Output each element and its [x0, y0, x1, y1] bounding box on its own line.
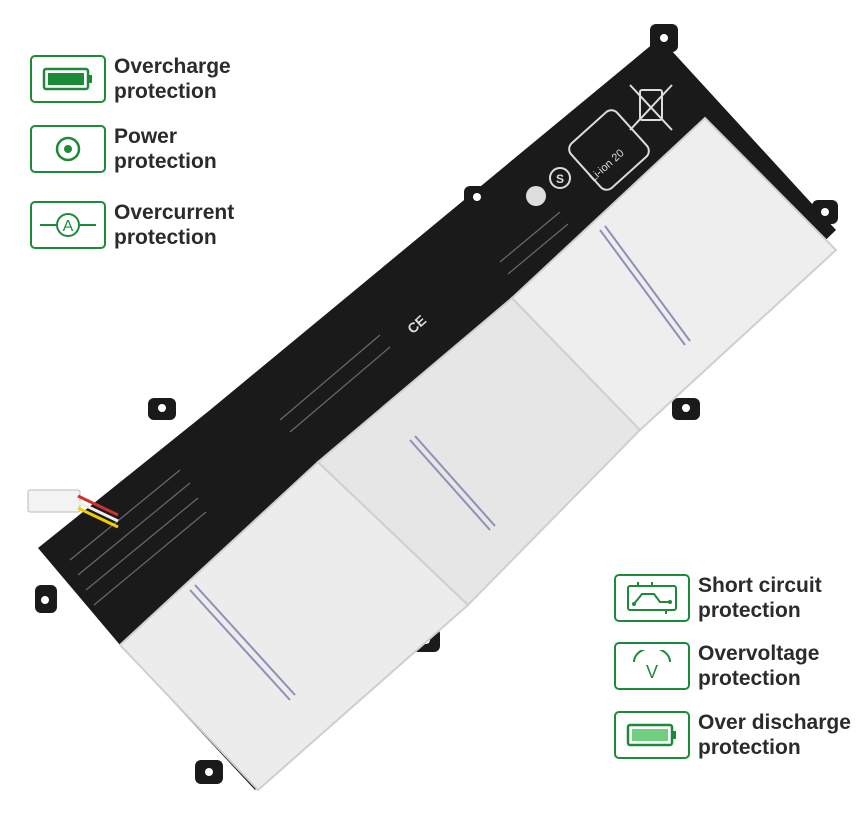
pct-logo — [526, 186, 546, 206]
feature-short-circuit: Short circuit protection — [614, 573, 822, 623]
svg-text:V: V — [646, 662, 658, 682]
connector-cable — [27, 489, 119, 529]
feature-over-discharge: Over discharge protection — [614, 710, 851, 760]
battery-low-icon — [614, 711, 690, 759]
feature-over-discharge-line2: protection — [698, 736, 801, 759]
s-logo-label: S — [556, 172, 564, 186]
feature-overcharge-line1: Overcharge — [114, 55, 231, 78]
feature-power-line1: Power — [114, 125, 178, 148]
weee-bin-icon — [629, 84, 673, 131]
feature-over-discharge-line1: Over discharge — [698, 711, 851, 734]
feature-overvoltage-line1: Overvoltage — [698, 642, 820, 665]
feature-power-line2: protection — [114, 150, 217, 173]
feature-overvoltage-line2: protection — [698, 667, 801, 690]
feature-power: Power protection — [30, 124, 217, 174]
circuit-board-icon — [614, 574, 690, 622]
label-fine-print — [69, 211, 569, 606]
svg-text:A: A — [63, 218, 74, 235]
feature-short-circuit-line1: Short circuit — [698, 574, 822, 597]
battery-cell-3 — [510, 116, 838, 432]
power-target-icon — [30, 125, 106, 173]
feature-overcurrent-line2: protection — [114, 226, 217, 249]
s-logo — [549, 167, 571, 189]
feature-overcurrent: A Overcurrent protection — [30, 200, 234, 250]
feature-overvoltage: V Overvoltage protection — [614, 641, 819, 691]
feature-short-circuit-line2: protection — [698, 599, 801, 622]
battery-full-icon — [30, 55, 106, 103]
feature-overcharge: Overcharge protection — [30, 54, 231, 104]
voltage-v-icon: V — [614, 642, 690, 690]
feature-overcurrent-line1: Overcurrent — [114, 201, 235, 224]
feature-overcharge-line2: protection — [114, 80, 217, 103]
ammeter-icon: A — [30, 201, 106, 249]
cell-barcodes — [189, 225, 691, 701]
